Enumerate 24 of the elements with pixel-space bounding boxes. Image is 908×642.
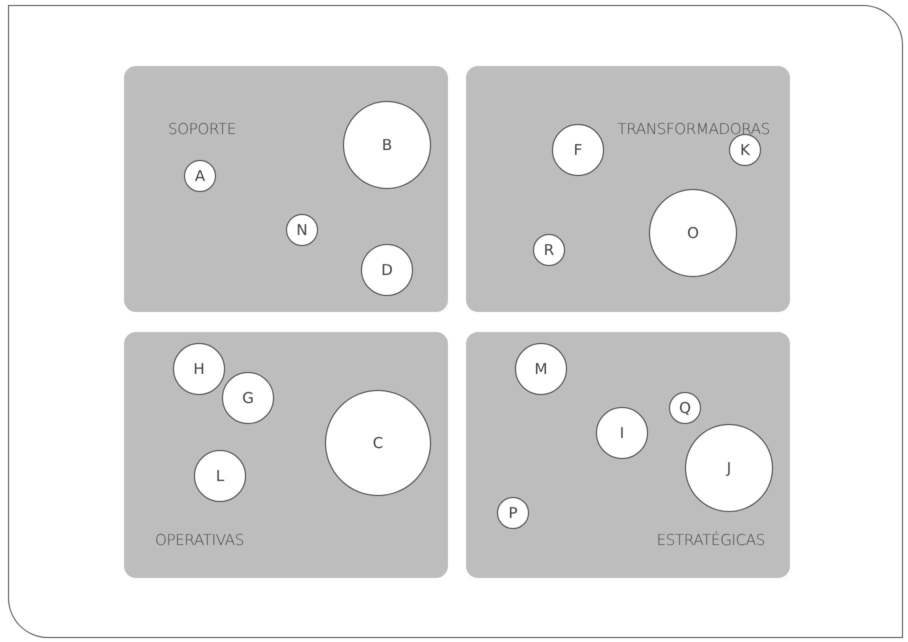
quadrant-panel	[124, 66, 448, 312]
bubble: P	[497, 497, 529, 529]
quadrant-panel	[466, 332, 790, 578]
quadrant-panel	[124, 332, 448, 578]
bubble: R	[533, 234, 565, 266]
quadrant-panel	[466, 66, 790, 312]
bubble: H	[173, 343, 225, 395]
bubble: F	[552, 124, 604, 176]
bubble: M	[515, 343, 567, 395]
bubble: Q	[669, 392, 701, 424]
bubble: L	[194, 450, 246, 502]
bubble: B	[343, 101, 431, 189]
bubble: J	[685, 424, 773, 512]
bubble: K	[729, 134, 761, 166]
bubble: A	[184, 160, 216, 192]
bubble: N	[286, 214, 318, 246]
quadrant-title: OPERATIVAS	[155, 531, 244, 549]
bubble: D	[361, 244, 413, 296]
bubble: O	[649, 189, 737, 277]
quadrant-title: SOPORTE	[168, 120, 236, 138]
bubble: C	[325, 390, 431, 496]
bubble: I	[596, 407, 648, 459]
quadrant-title: ESTRATÉGICAS	[656, 531, 765, 549]
bubble: G	[222, 372, 274, 424]
